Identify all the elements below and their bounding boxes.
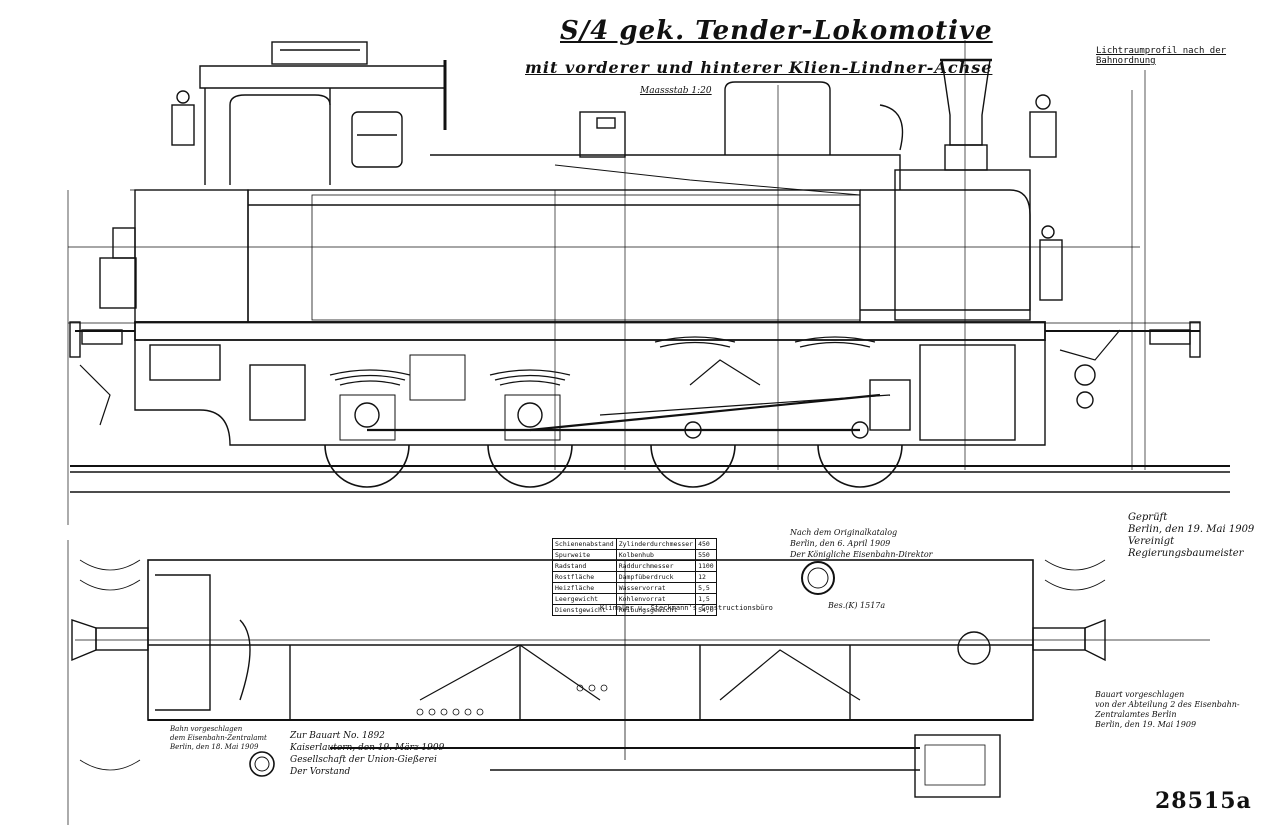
side-elevation <box>67 40 1230 525</box>
spec-cell: 550 <box>695 549 717 561</box>
spec-cell: Dampfüberdruck <box>615 571 697 583</box>
drawing-title: S/4 gek. Tender-Lokomotive <box>560 16 993 46</box>
clearance-note: Lichtraumprofil nach der Bahnordnung <box>1096 46 1227 66</box>
spec-cell: 1100 <box>695 560 717 572</box>
handwritten-approval-bottom: Bauart vorgeschlagen von der Abteilung 2… <box>1095 690 1240 729</box>
spec-cell: Raddurchmesser <box>615 560 697 572</box>
spec-cell: Dienstgewicht <box>552 604 617 616</box>
spec-cell: 12 <box>695 571 717 583</box>
spec-cell: 54,0 <box>695 604 717 616</box>
spec-cell: Kohlenvorrat <box>615 593 697 605</box>
spec-cell: Schienenabstand <box>552 538 617 550</box>
handwritten-approval-top: Geprüft Berlin, den 19. Mai 1909 Vereini… <box>1128 512 1255 559</box>
spec-cell: Kolbenhub <box>615 549 697 561</box>
spec-cell: Zylinderdurchmesser <box>615 538 697 550</box>
reference-note: Bes.(K) 1517a <box>828 601 886 610</box>
spec-cell: 1,5 <box>695 593 717 605</box>
spec-cell: Reibungsgewicht <box>615 604 697 616</box>
spec-cell: Heizfläche <box>552 582 617 594</box>
plan-view <box>67 540 1210 825</box>
drawing-subtitle: mit vorderer und hinterer Klien-Lindner-… <box>525 58 993 77</box>
spec-cell: Radstand <box>552 560 617 572</box>
spec-table-caption: Klinnler u. Steckmann's Constructionsbür… <box>600 604 773 612</box>
spec-cell: 450 <box>695 538 717 550</box>
drawing-number: 28515a <box>1155 788 1252 814</box>
spec-cell: Wasservorrat <box>615 582 697 594</box>
handwritten-left: Zur Bauart No. 1892 Kaiserlautern, den 1… <box>290 731 445 777</box>
spec-cell: Rostfläche <box>552 571 617 583</box>
scale-note: Maassstab 1:20 <box>640 86 712 96</box>
spec-cell: Leergewicht <box>552 593 617 605</box>
spec-cell: Spurweite <box>552 549 617 561</box>
stamp-left: Bahn vorgeschlagen dem Eisenbahn-Zentral… <box>170 725 267 751</box>
approval-note: Nach dem Originalkatalog Berlin, den 6. … <box>790 528 933 559</box>
spec-cell: 5,5 <box>695 582 717 594</box>
